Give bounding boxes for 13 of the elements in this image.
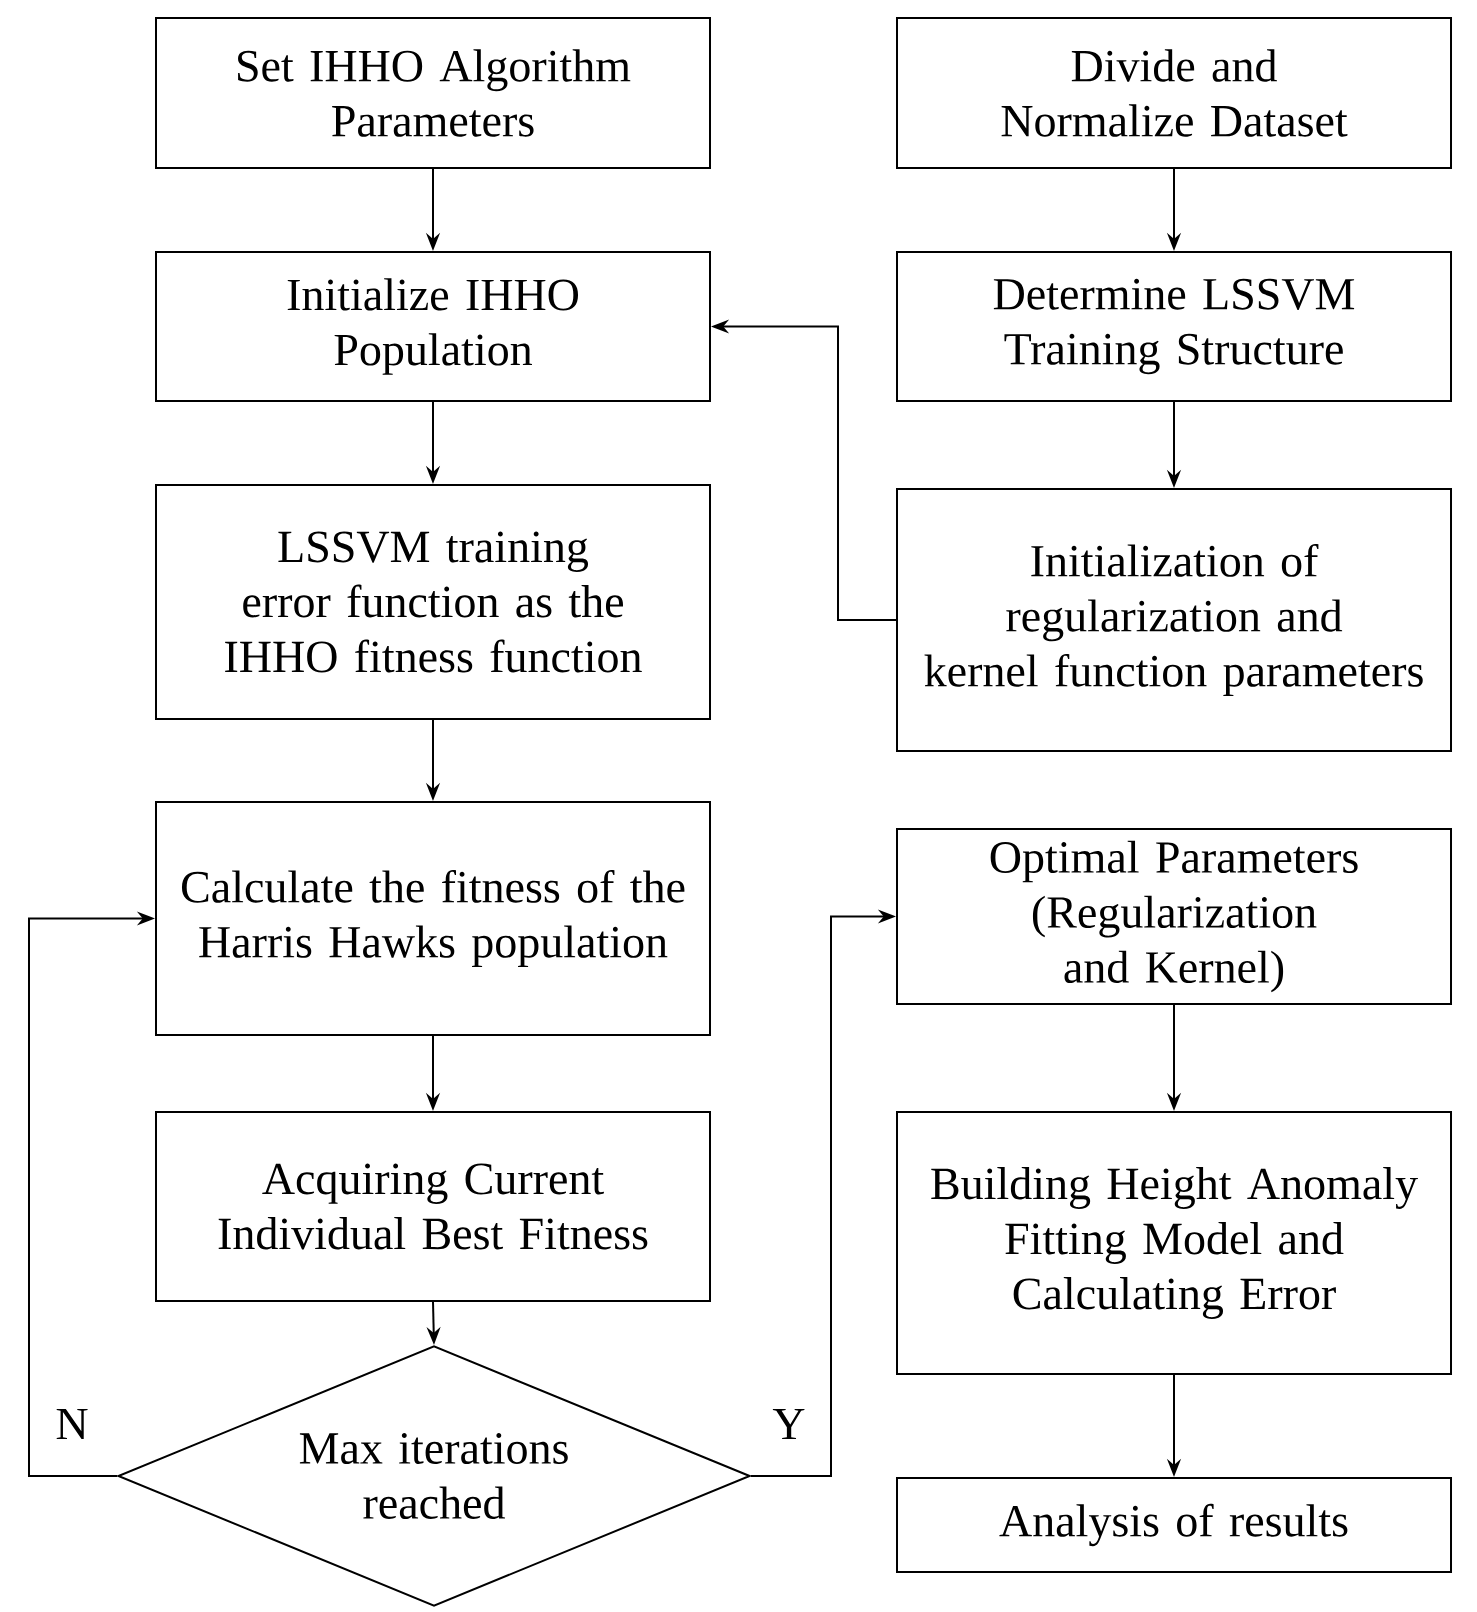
process-box: Acquiring Current Individual Best Fitness (155, 1111, 711, 1302)
process-box: LSSVM training error function as the IHHO fitness function (155, 484, 711, 720)
process-box: Determine LSSVM Training Structure (896, 251, 1452, 402)
edge-label: N (53, 1406, 91, 1442)
process-box: Calculate the fitness of the Harris Hawks population (155, 801, 711, 1036)
process-box: Analysis of results (896, 1477, 1452, 1573)
process-box: Divide and Normalize Dataset (896, 17, 1452, 169)
process-box: Set IHHO Algorithm Parameters (155, 17, 711, 169)
process-box: Building Height Anomaly Fitting Model and Calculating Error (896, 1111, 1452, 1375)
process-box: Initialize IHHO Population (155, 251, 711, 402)
edge-label: Y (770, 1406, 808, 1442)
process-box: Optimal Parameters (Regularization and Kernel) (896, 828, 1452, 1005)
process-box: Initialization of regularization and kernel function parameters (896, 488, 1452, 752)
